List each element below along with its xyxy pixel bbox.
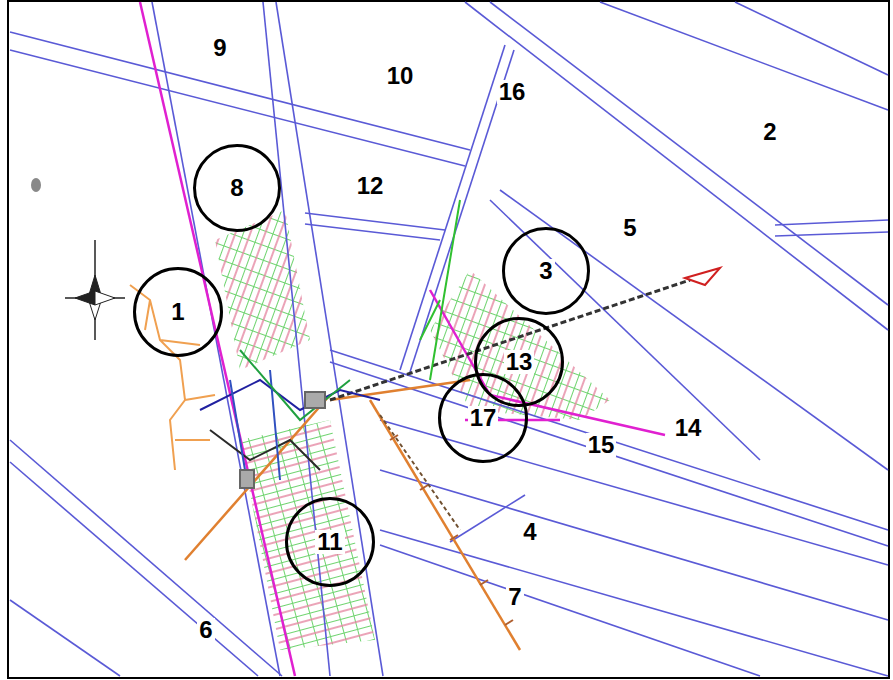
callout-circle: 11	[285, 497, 375, 587]
zone-number: 2	[761, 120, 778, 144]
callout-number: 1	[169, 300, 186, 324]
magenta-lines	[140, 2, 665, 676]
zone-number: 16	[497, 80, 528, 104]
map-frame	[8, 1, 889, 678]
callout-number: 13	[504, 350, 535, 374]
callout-circle: 17	[438, 373, 528, 463]
zone-number: 12	[355, 174, 386, 198]
compass-rose	[65, 240, 125, 340]
callout-circle: 8	[193, 144, 281, 232]
callout-number: 3	[537, 259, 554, 283]
ramp-decline	[330, 268, 720, 530]
callout-circle: 1	[133, 267, 223, 357]
zone-number: 15	[586, 433, 617, 457]
zone-number: 6	[197, 618, 214, 642]
zone-number: 14	[673, 416, 704, 440]
zone-number: 7	[506, 585, 523, 609]
zone-number: 5	[621, 216, 638, 240]
callout-number: 8	[228, 176, 245, 200]
central-workings	[200, 200, 460, 488]
callout-number: 11	[315, 530, 344, 554]
zone-number: 4	[521, 520, 538, 544]
callout-number: 17	[468, 406, 499, 430]
zone-number: 9	[211, 36, 228, 60]
orange-workings	[130, 285, 520, 650]
fault-lines	[10, 2, 888, 676]
survey-mark	[31, 178, 41, 192]
callout-circle: 13	[474, 317, 564, 407]
zone-number: 10	[385, 64, 416, 88]
callout-circle: 3	[502, 227, 590, 315]
